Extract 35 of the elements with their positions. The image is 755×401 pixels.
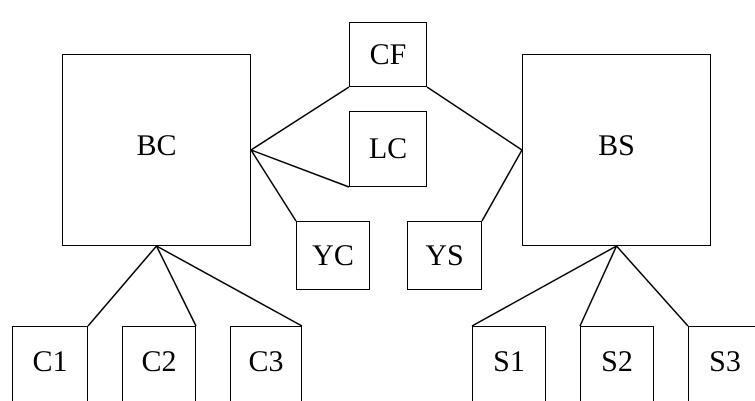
box	[580, 326, 654, 401]
connector-line	[481, 150, 523, 222]
node-label: BC	[136, 129, 177, 163]
connector-line	[426, 86, 522, 151]
node-label: C1	[32, 345, 68, 379]
node-label: S2	[601, 345, 633, 379]
connector-line	[616, 246, 689, 326]
box	[349, 22, 427, 87]
box	[230, 326, 302, 401]
node-label: C2	[141, 345, 176, 379]
connector-line	[579, 246, 618, 326]
node-label: S1	[493, 345, 525, 379]
connector-line	[250, 150, 297, 222]
node-label: C3	[248, 345, 284, 379]
connector-line	[250, 86, 350, 151]
box	[407, 221, 482, 290]
connector-line	[87, 246, 158, 326]
node-label: BS	[598, 129, 635, 163]
node-label: YS	[425, 238, 464, 272]
box	[12, 326, 88, 401]
box	[296, 221, 370, 290]
node-label: YC	[312, 238, 354, 272]
connector-line	[156, 245, 302, 327]
node-label: CF	[370, 38, 406, 72]
box	[522, 54, 711, 246]
box	[349, 111, 427, 187]
box	[688, 326, 755, 401]
box	[472, 326, 546, 401]
connector-line	[156, 246, 197, 326]
connector-line	[472, 245, 617, 327]
box	[62, 54, 251, 246]
node-label: LC	[368, 132, 408, 166]
connector-line	[250, 149, 350, 188]
box	[122, 326, 196, 401]
node-label: S3	[709, 345, 741, 379]
